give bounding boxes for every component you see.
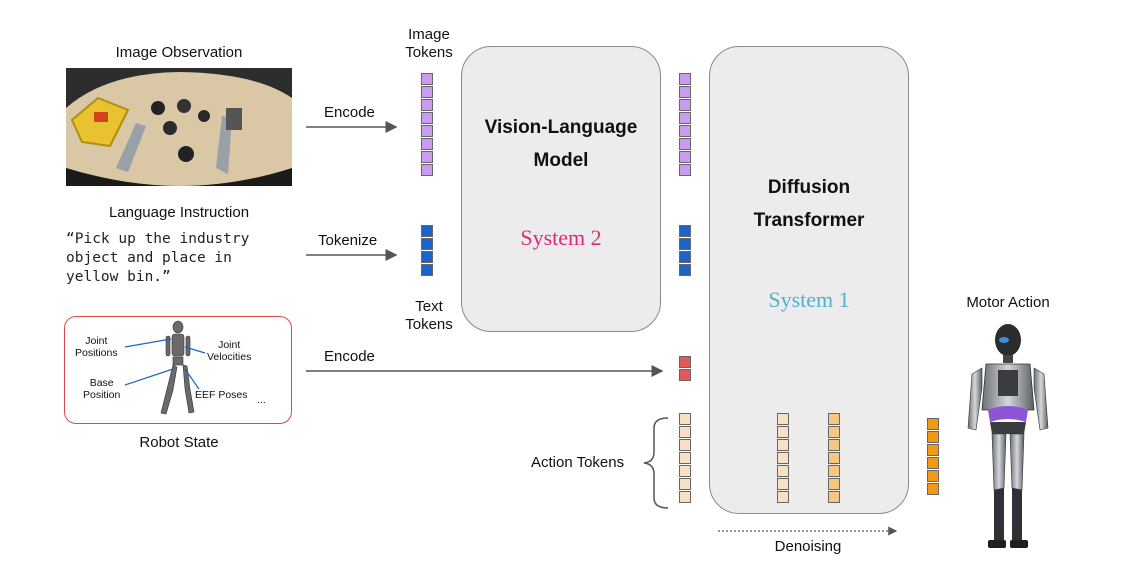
image-token-out — [679, 99, 691, 111]
action-token-noisy — [679, 413, 691, 425]
action-token-final — [927, 418, 939, 430]
text-token-out — [679, 238, 691, 250]
image-token — [421, 86, 433, 98]
eef-poses-label: EEF Poses — [195, 389, 248, 401]
image-token-out — [679, 151, 691, 163]
text-tokens-label: Text Tokens — [405, 298, 453, 333]
encode-state-label: Encode — [324, 348, 375, 365]
action-token-noisy — [679, 452, 691, 464]
text-token — [421, 225, 433, 237]
base-position-label: Base Position — [83, 377, 121, 401]
image-token — [421, 151, 433, 163]
robot-state-label: Robot State — [139, 434, 219, 451]
text-token — [421, 238, 433, 250]
action-token-final — [927, 483, 939, 495]
action-token-step2 — [828, 413, 840, 425]
diffusion-transformer-block: Diffusion Transformer System 1 — [709, 46, 909, 514]
denoising-label: Denoising — [774, 538, 842, 555]
image-observation-label: Image Observation — [115, 44, 243, 61]
motor-action-label: Motor Action — [966, 294, 1050, 311]
robot-state-box: Joint Positions Joint Velocities Base Po… — [64, 316, 292, 424]
image-tokens-label: Image Tokens — [405, 26, 453, 61]
encode-image-label: Encode — [324, 104, 375, 121]
tokenize-label: Tokenize — [318, 232, 378, 249]
action-token-noisy — [679, 491, 691, 503]
system-2-label: System 2 — [520, 225, 602, 250]
action-token-step1 — [777, 426, 789, 438]
image-token-out — [679, 86, 691, 98]
action-token-final — [927, 470, 939, 482]
image-token-out — [679, 112, 691, 124]
action-token-step2 — [828, 465, 840, 477]
image-token-out — [679, 164, 691, 176]
action-token-step2 — [828, 452, 840, 464]
action-token-step2 — [828, 478, 840, 490]
instruction-text: “Pick up the industry object and place i… — [66, 231, 250, 285]
image-token-out — [679, 73, 691, 85]
joint-positions-label: Joint Positions — [75, 335, 118, 359]
text-token — [421, 251, 433, 263]
action-token-step1 — [777, 491, 789, 503]
action-token-step1 — [777, 465, 789, 477]
text-token-out — [679, 251, 691, 263]
ellipsis-label: ... — [257, 394, 266, 406]
language-instruction-label: Language Instruction — [108, 204, 250, 221]
action-token-step2 — [828, 426, 840, 438]
action-token-step1 — [777, 478, 789, 490]
vlm-title: Vision-Language Model — [484, 117, 638, 171]
image-token-out — [679, 125, 691, 137]
action-token-final — [927, 457, 939, 469]
image-token-out — [679, 138, 691, 150]
state-token — [679, 369, 691, 381]
action-token-step1 — [777, 452, 789, 464]
image-token — [421, 112, 433, 124]
text-token-out — [679, 225, 691, 237]
action-tokens-label: Action Tokens — [531, 454, 625, 471]
action-token-step1 — [777, 413, 789, 425]
text-token — [421, 264, 433, 276]
action-token-final — [927, 444, 939, 456]
image-token — [421, 99, 433, 111]
action-token-step1 — [777, 439, 789, 451]
image-token — [421, 73, 433, 85]
action-token-noisy — [679, 426, 691, 438]
humanoid-robot-image — [967, 324, 1049, 548]
action-token-step2 — [828, 491, 840, 503]
system-1-label: System 1 — [768, 287, 850, 312]
image-token — [421, 164, 433, 176]
vision-language-model-block: Vision-Language Model System 2 — [461, 46, 661, 332]
action-token-noisy — [679, 439, 691, 451]
text-token-out — [679, 264, 691, 276]
action-token-step2 — [828, 439, 840, 451]
dit-title: Diffusion Transformer — [753, 177, 865, 231]
image-token — [421, 138, 433, 150]
action-token-noisy — [679, 478, 691, 490]
image-observation-photo — [66, 68, 292, 186]
action-tokens-brace — [643, 417, 669, 509]
state-token — [679, 356, 691, 368]
joint-velocities-label: Joint Velocities — [207, 339, 252, 363]
action-token-final — [927, 431, 939, 443]
action-token-noisy — [679, 465, 691, 477]
image-token — [421, 125, 433, 137]
